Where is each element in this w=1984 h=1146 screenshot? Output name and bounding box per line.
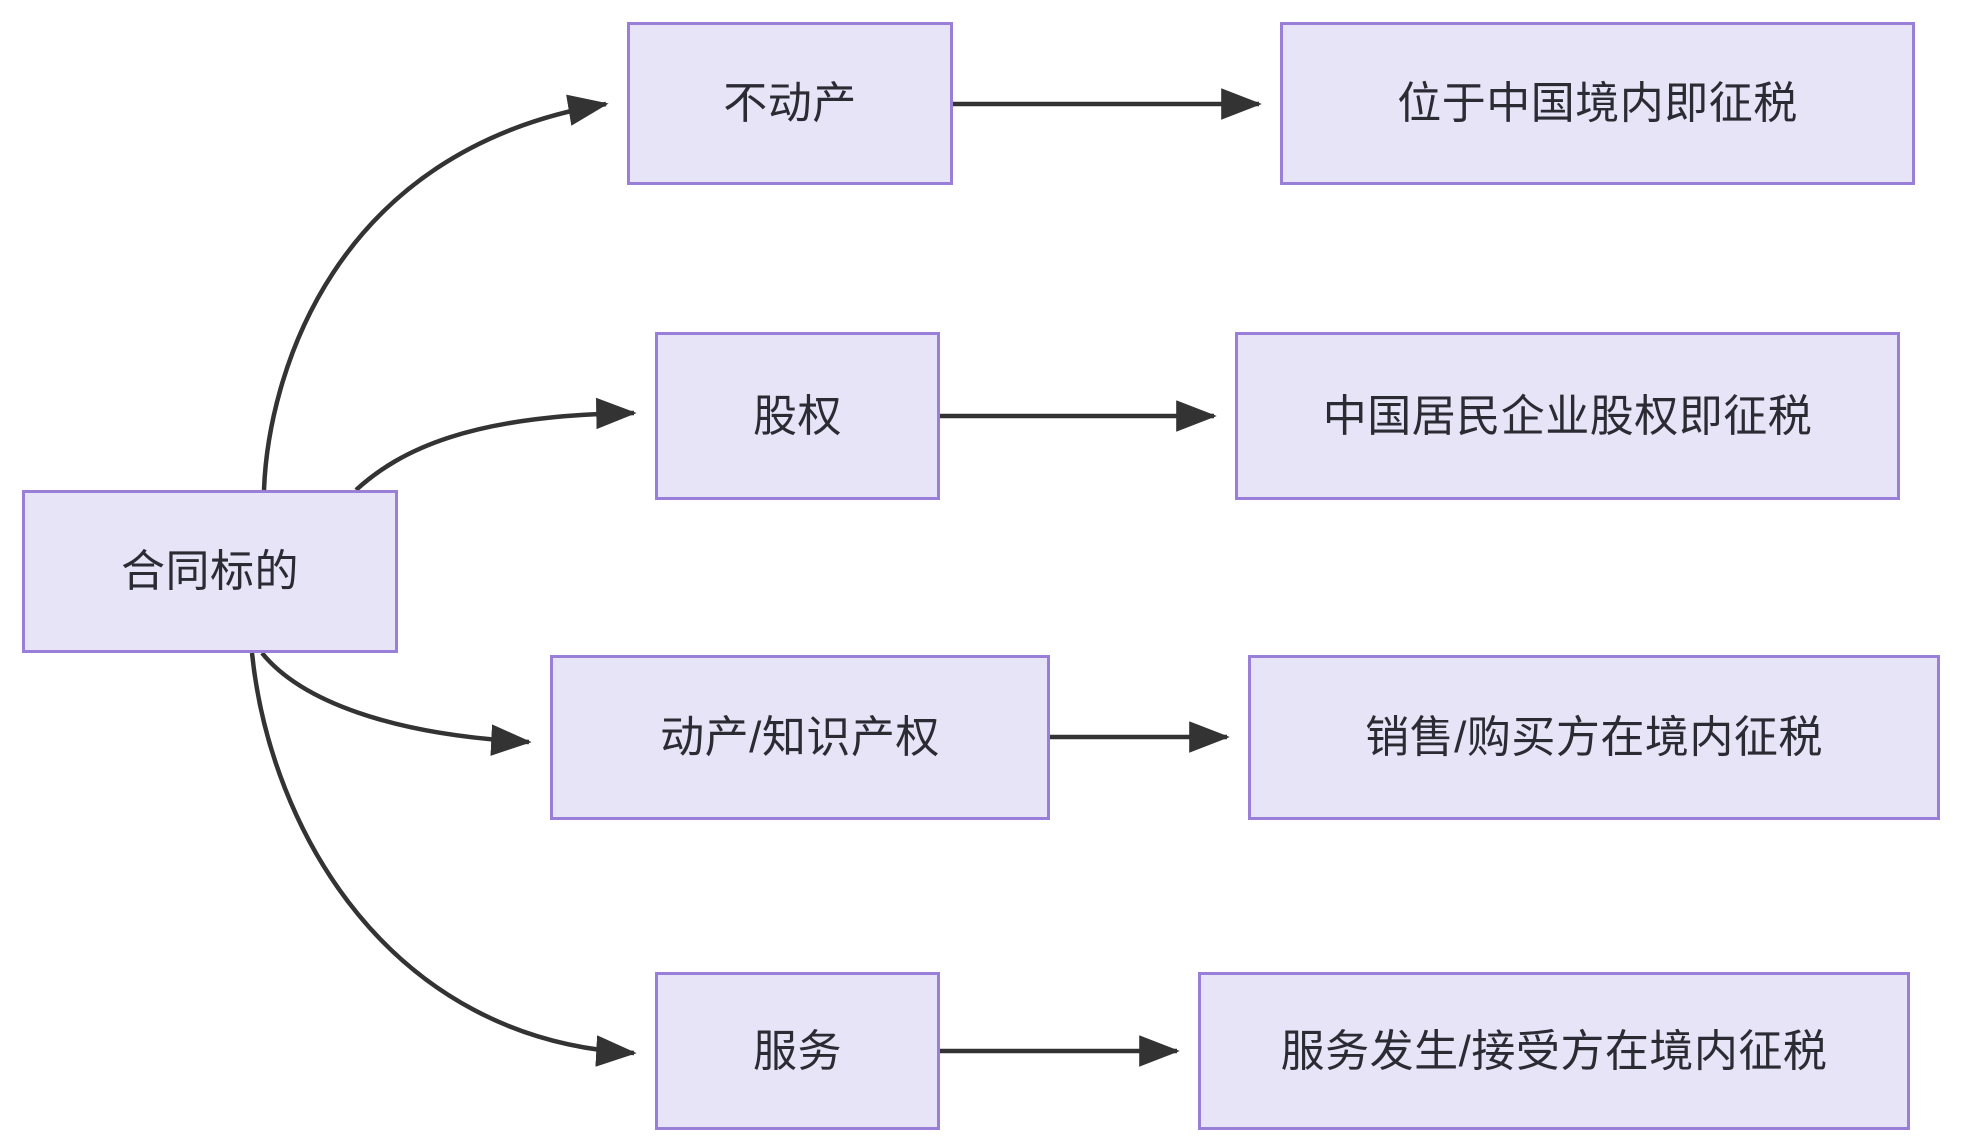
node-rule-service[interactable]: 服务发生/接受方在境内征税	[1198, 972, 1910, 1130]
edge-root-to-cat-1	[354, 397, 637, 492]
node-category-service[interactable]: 服务	[655, 972, 940, 1130]
node-category-equity-label: 股权	[753, 391, 842, 441]
node-rule-equity[interactable]: 中国居民企业股权即征税	[1235, 332, 1900, 500]
edge-root-to-cat-2	[260, 651, 532, 756]
node-rule-service-label: 服务发生/接受方在境内征税	[1280, 1026, 1828, 1076]
node-root-label: 合同标的	[121, 547, 299, 596]
node-rule-movable-ip[interactable]: 销售/购买方在境内征税	[1248, 655, 1940, 820]
node-category-real-estate-label: 不动产	[723, 79, 857, 128]
node-category-equity[interactable]: 股权	[655, 332, 940, 500]
node-root[interactable]: 合同标的	[22, 490, 398, 653]
node-rule-movable-ip-label: 销售/购买方在境内征税	[1365, 713, 1823, 762]
node-category-real-estate[interactable]: 不动产	[627, 22, 953, 185]
node-category-service-label: 服务	[753, 1026, 842, 1076]
edge-root-to-cat-0	[261, 94, 609, 491]
node-rule-equity-label: 中国居民企业股权即征税	[1322, 391, 1813, 441]
node-category-movable-ip[interactable]: 动产/知识产权	[550, 655, 1050, 820]
node-rule-real-estate-label: 位于中国境内即征税	[1397, 79, 1798, 128]
node-rule-real-estate[interactable]: 位于中国境内即征税	[1280, 22, 1915, 185]
node-category-movable-ip-label: 动产/知识产权	[660, 713, 940, 762]
